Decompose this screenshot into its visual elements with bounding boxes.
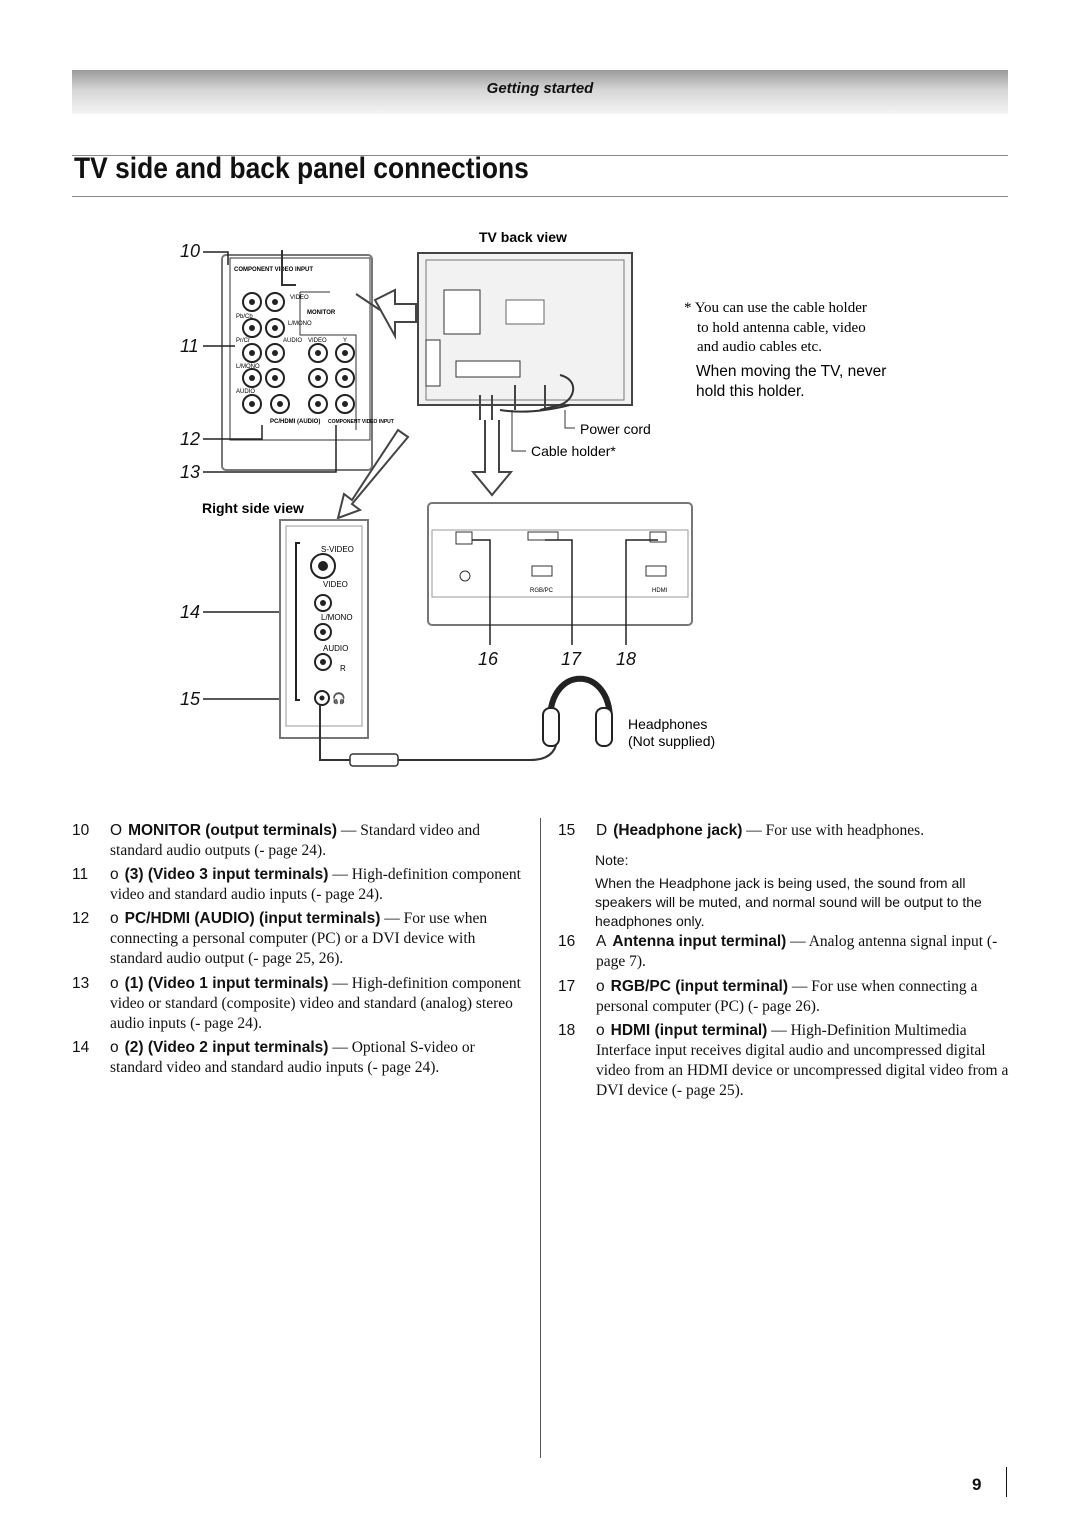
- item-number: 11: [72, 866, 89, 883]
- note-label: Note:: [595, 852, 629, 868]
- video-label-2: VIDEO: [308, 338, 327, 344]
- item-heading: MONITOR (output terminals): [128, 822, 338, 839]
- arrow-down: [470, 420, 514, 497]
- headphone-symbol-icon: 🎧: [332, 692, 346, 705]
- item-text: — Standard video and standard audio outp…: [110, 822, 480, 859]
- item-number: 17: [558, 978, 576, 995]
- callout-15: 15: [180, 689, 201, 709]
- item-heading: RGB/PC (input terminal): [610, 978, 789, 995]
- right-side-panel-top: COMPONENT VIDEO INPUT VIDEO MONITOR Pb/C…: [221, 250, 394, 471]
- component-video-input-label-2: COMPONENT VIDEO INPUT: [328, 419, 394, 425]
- pc-hdmi-audio-label: PC/HDMI (AUDIO): [270, 419, 320, 425]
- side-l-mono-label: L/MONO: [321, 613, 353, 622]
- right-side-panel-bottom: S-VIDEO VIDEO L/MONO AUDIO R 🎧: [279, 519, 369, 739]
- side-audio-label: AUDIO: [323, 644, 348, 653]
- component-video-input-label: COMPONENT VIDEO INPUT: [234, 267, 313, 273]
- callout-12: 12: [180, 429, 200, 449]
- rgb-pc-label: RGB/PC: [530, 588, 554, 594]
- item-text: — For use when connecting a personal com…: [110, 910, 488, 967]
- item-text: — High-definition component video or sta…: [110, 975, 521, 1032]
- item-heading: PC/HDMI (AUDIO) (input terminals): [124, 910, 381, 927]
- terminal-symbol: o: [110, 910, 119, 927]
- terminal-symbol: D: [596, 822, 608, 839]
- l-mono-label-2: L/MONO: [236, 364, 260, 370]
- callout-16: 16: [478, 649, 499, 669]
- callout-14: 14: [180, 602, 200, 622]
- item-text: — For use with headphones.: [742, 822, 925, 839]
- s-video-label: S-VIDEO: [321, 545, 354, 554]
- item-heading: (Headphone jack): [613, 822, 743, 839]
- item-heading: Antenna input terminal): [612, 933, 787, 950]
- right-side-view-label: Right side view: [202, 500, 304, 516]
- pr-cr-label: Pr/Cr: [236, 338, 250, 344]
- item-text: — Optional S-video or standard video and…: [110, 1039, 475, 1076]
- section-label: Getting started: [486, 80, 594, 97]
- item-heading: (1) (Video 1 input terminals): [124, 975, 329, 992]
- power-cord-label: Power cord: [580, 421, 651, 437]
- terminal-symbol: o: [110, 975, 119, 992]
- item-heading: (3) (Video 3 input terminals): [124, 866, 329, 883]
- moving-warning-2: hold this holder.: [696, 383, 805, 400]
- terminal-symbol: o: [596, 978, 605, 995]
- terminal-symbol: A: [596, 933, 607, 950]
- headphones-illustration: [542, 675, 613, 747]
- side-video-label: VIDEO: [323, 580, 348, 589]
- item-number: 16: [558, 933, 576, 950]
- item-number: 15: [558, 822, 576, 839]
- item-heading: HDMI (input terminal): [610, 1022, 768, 1039]
- item-number: 13: [72, 975, 90, 992]
- callout-18: 18: [616, 649, 636, 669]
- item-text: — For use when connecting a personal com…: [596, 978, 978, 1015]
- callout-13: 13: [180, 462, 200, 482]
- terminal-symbol: o: [110, 1039, 119, 1056]
- title-top-rule: [72, 155, 1008, 156]
- moving-warning-1: When moving the TV, never: [696, 363, 886, 380]
- column-divider: [540, 818, 541, 1458]
- bottom-connector-panel: RGB/PC HDMI: [427, 502, 693, 626]
- item-number: 10: [72, 822, 90, 839]
- title-bottom-rule: [72, 196, 1008, 197]
- page-number: 9: [972, 1475, 982, 1494]
- arrow-to-panel: [373, 288, 417, 340]
- item-text: — High-Definition Multimedia Interface i…: [596, 1022, 1009, 1099]
- callout-10: 10: [180, 241, 200, 261]
- arrow-to-side: [336, 428, 410, 520]
- item-number: 12: [72, 910, 90, 927]
- tv-back-view: [417, 252, 633, 420]
- not-supplied-label: (Not supplied): [628, 733, 715, 749]
- terminal-symbol: o: [596, 1022, 605, 1039]
- y-label: Y: [343, 338, 347, 344]
- side-r-label: R: [340, 664, 346, 673]
- page-number-bar: [1006, 1467, 1007, 1497]
- item-text: — Analog antenna signal input (- page 7)…: [596, 933, 998, 970]
- item-text: — High-definition component video and st…: [110, 866, 521, 903]
- callout-17: 17: [561, 649, 582, 669]
- cable-holder-note-3: and audio cables etc.: [697, 339, 822, 355]
- cable-holder-label: Cable holder*: [531, 443, 616, 459]
- tv-back-view-label: TV back view: [479, 229, 567, 245]
- hdmi-label: HDMI: [652, 588, 668, 594]
- item-heading: (2) (Video 2 input terminals): [124, 1039, 329, 1056]
- connection-diagram: COMPONENT VIDEO INPUT VIDEO MONITOR Pb/C…: [180, 229, 886, 767]
- monitor-label: MONITOR: [307, 310, 336, 316]
- pb-cb-label: Pb/Cb: [236, 314, 253, 320]
- audio-label-2: AUDIO: [236, 389, 255, 395]
- audio-label: AUDIO: [283, 338, 302, 344]
- callout-11: 11: [180, 336, 199, 356]
- page-title: TV side and back panel connections: [74, 152, 529, 185]
- headphone-plug: [349, 753, 399, 767]
- note-box: Note: When the Headphone jack is being u…: [595, 851, 1015, 931]
- headphones-label: Headphones: [628, 716, 707, 732]
- item-number: 18: [558, 1022, 576, 1039]
- cable-holder-note-1: * You can use the cable holder: [684, 300, 867, 316]
- terminal-symbol: o: [110, 866, 119, 883]
- item-number: 14: [72, 1039, 90, 1056]
- terminal-symbol: O: [110, 822, 123, 839]
- cable-holder-note-2: to hold antenna cable, video: [697, 320, 866, 336]
- note-text: When the Headphone jack is being used, t…: [595, 875, 982, 929]
- section-header-band: Getting started: [72, 70, 1008, 114]
